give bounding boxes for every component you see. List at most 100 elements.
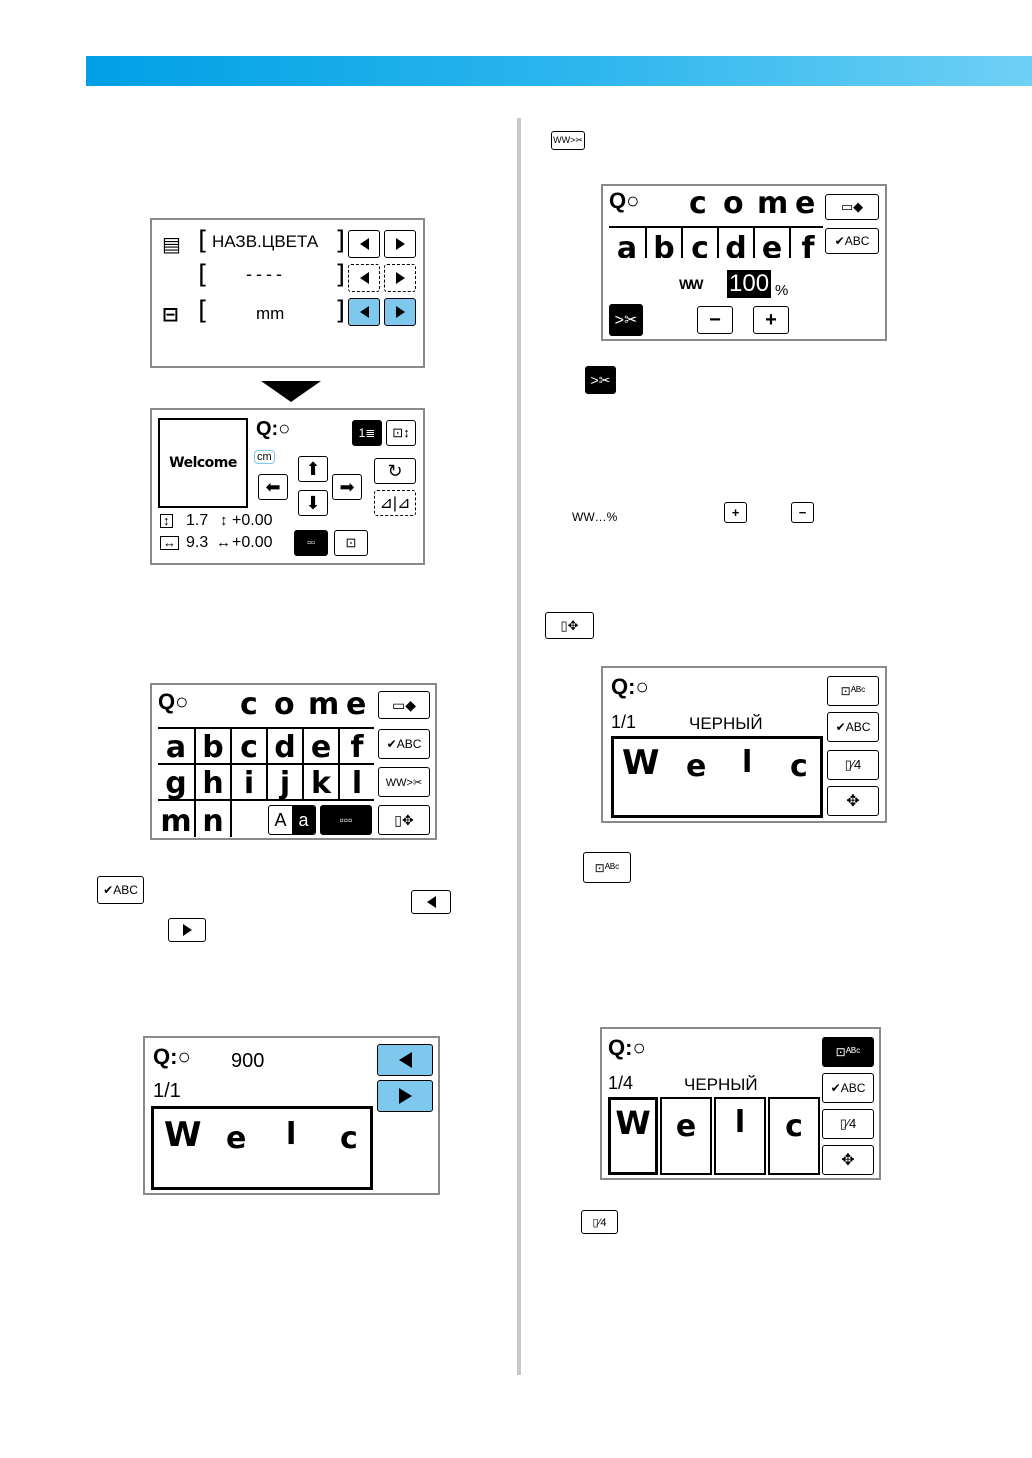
hoop-button[interactable]: ▫▫	[294, 530, 328, 556]
screen-color-settings: ▤ [ НАЗВ.ЦВЕТА ] [ ---- ] ⊟ [ mm ]	[150, 218, 425, 368]
letter-key[interactable]: f	[789, 228, 823, 258]
inline-next-icon	[168, 918, 206, 942]
frame-button[interactable]: ⊡	[334, 530, 368, 556]
next-button[interactable]	[377, 1080, 433, 1112]
preview-letter: l	[734, 1105, 746, 1140]
letter-key[interactable]: e	[302, 729, 338, 765]
bracket-left: [	[198, 260, 209, 290]
letter-key[interactable]: b	[194, 729, 230, 765]
move-button[interactable]: ▯✥	[378, 805, 430, 835]
density-value: 100	[727, 270, 772, 298]
preview-char: o	[274, 687, 295, 722]
inline-scissors-icon: >✂	[585, 366, 616, 394]
needle-button[interactable]: ▯⁄4	[827, 750, 879, 780]
letter-key[interactable]: e	[753, 228, 789, 258]
delete-button[interactable]: ▭◆	[378, 691, 430, 719]
letter-key[interactable]: g	[158, 765, 194, 801]
preview-letter: W	[164, 1115, 202, 1155]
rotate-button[interactable]: ↻	[374, 458, 416, 484]
case-upper: A	[274, 809, 287, 830]
color-sort-button[interactable]: ⊡ᴬᴮᶜ	[822, 1037, 874, 1067]
letter-key[interactable]: c	[230, 729, 266, 765]
layout-button[interactable]: 1≣	[352, 420, 382, 446]
move-right-button[interactable]: ➡	[332, 474, 362, 500]
bracket-right: ]	[335, 260, 346, 290]
move-button[interactable]: ✥	[822, 1145, 874, 1175]
delete-button[interactable]: ▭◆	[825, 194, 879, 220]
preview-letter: c	[790, 749, 808, 784]
preview-text: Welcome	[169, 455, 237, 471]
inline-density-icon: WW>✂	[551, 131, 585, 150]
spacing-button[interactable]: ▫▫▫	[320, 805, 372, 835]
letter-key[interactable]: j	[266, 765, 302, 801]
arrow-left-icon	[359, 272, 369, 284]
minus-button[interactable]: −	[697, 306, 733, 334]
mirror-button[interactable]: ⊿|⊿	[374, 490, 416, 516]
unit-next-button[interactable]	[384, 298, 416, 326]
color-prev-button[interactable]	[348, 230, 380, 258]
letter-key[interactable]: c	[681, 228, 717, 258]
letter-key[interactable]: k	[302, 765, 338, 801]
inline-minus-icon: −	[791, 502, 814, 523]
case-button[interactable]: A a	[268, 805, 316, 835]
letter-key[interactable]: d	[266, 729, 302, 765]
color-next-button[interactable]	[384, 230, 416, 258]
unit-icon: ⊟	[162, 302, 179, 326]
color-name: ЧЕРНЫЙ	[689, 714, 763, 733]
header-bar	[86, 56, 1032, 86]
arrow-right-icon	[395, 238, 405, 250]
arrow-right-icon	[398, 1088, 412, 1104]
inline-needle-icon: ▯⁄4	[581, 1210, 618, 1234]
letter-key[interactable]: m	[160, 804, 192, 839]
move-button[interactable]: ✥	[827, 786, 879, 816]
color-name: ЧЕРНЫЙ	[684, 1075, 758, 1094]
preview-letter: c	[785, 1109, 803, 1144]
width-offset: +0.00	[232, 534, 273, 551]
letter-key[interactable]: n	[194, 801, 230, 837]
letter-key[interactable]: b	[645, 228, 681, 258]
plus-button[interactable]: +	[753, 306, 789, 334]
preview-char: o	[723, 186, 744, 221]
unit-badge: cm	[254, 450, 275, 464]
keyboard-row: a b c d e f	[609, 226, 823, 258]
inline-color-sort-icon: ⊡ᴬᴮᶜ	[583, 852, 631, 883]
bracket-right: ]	[335, 296, 346, 326]
blank-field-dashes: ----	[246, 264, 286, 284]
preview-char: c	[240, 687, 258, 722]
letter-key[interactable]: f	[338, 729, 374, 765]
unit-value: mm	[256, 304, 285, 323]
spool-icon: Q:○	[256, 418, 291, 440]
prev-button[interactable]	[377, 1044, 433, 1076]
check-abc-button[interactable]: ✔ABC	[827, 712, 879, 742]
preview-letter: e	[686, 749, 707, 784]
bracket-left: [	[198, 226, 209, 256]
spool-icon: Q○	[609, 188, 640, 213]
move-down-button[interactable]: ⬇	[298, 490, 328, 516]
height-icon: ↕	[160, 514, 173, 528]
check-abc-button[interactable]: ✔ABC	[378, 729, 430, 759]
unit-prev-button[interactable]	[348, 298, 380, 326]
letter-key[interactable]: l	[338, 765, 374, 801]
move-up-button[interactable]: ⬆	[298, 456, 328, 482]
move-left-button[interactable]: ⬅	[258, 474, 288, 500]
size-button[interactable]: ⊡↕	[386, 420, 416, 446]
density-button[interactable]: WW>✂	[378, 767, 430, 797]
letter-key[interactable]: a	[616, 231, 638, 259]
needle-button[interactable]: ▯⁄4	[822, 1109, 874, 1139]
color-sort-button[interactable]: ⊡ᴬᴮᶜ	[827, 676, 879, 706]
letter-key[interactable]: h	[194, 765, 230, 801]
letter-key[interactable]: i	[230, 765, 266, 801]
check-abc-button[interactable]: ✔ABC	[825, 228, 879, 254]
disabled-next-button	[384, 264, 416, 292]
screen-density: Q○ c o m e ▭◆ a b c d e f ✔ABC WW 100 % …	[601, 184, 887, 341]
percent-sign: %	[775, 282, 789, 299]
scissors-button[interactable]: >✂	[609, 304, 643, 336]
letter-key[interactable]: d	[717, 228, 753, 258]
check-abc-button[interactable]: ✔ABC	[822, 1073, 874, 1103]
letter-key[interactable]: a	[158, 729, 194, 765]
letter-cell: e	[660, 1097, 712, 1175]
page-indicator: 1/1	[153, 1080, 181, 1102]
abc-label: ABC	[840, 1081, 866, 1095]
preview-char: e	[346, 687, 367, 722]
down-arrow-icon	[261, 381, 321, 402]
